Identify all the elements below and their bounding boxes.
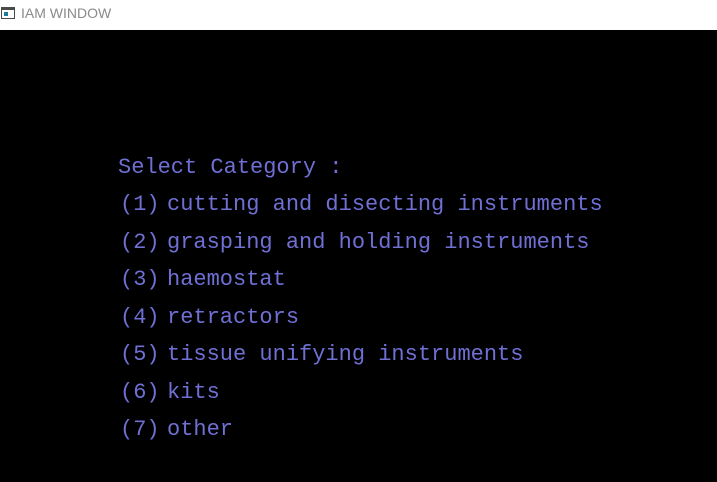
menu-option-number: (5) bbox=[120, 342, 160, 367]
menu-option-label: haemostat bbox=[167, 267, 286, 292]
menu-option-label: retractors bbox=[167, 304, 300, 330]
menu-option-label: cutting and disecting instruments bbox=[167, 192, 603, 217]
menu-option-number: (3) bbox=[120, 267, 160, 292]
menu-option-4: (4) retractors bbox=[120, 305, 603, 343]
menu-option-label: other bbox=[167, 417, 234, 442]
menu-option-label: grasping and holding instruments bbox=[167, 229, 590, 255]
menu-option-1: (1) cutting and disecting instruments bbox=[120, 192, 603, 230]
menu-option-3: (3) haemostat bbox=[120, 267, 603, 305]
menu-option-label: tissue unifying instruments bbox=[167, 342, 524, 367]
console-area[interactable]: Select Category : (1) cutting and disect… bbox=[0, 30, 717, 482]
menu-option-number: (1) bbox=[120, 192, 160, 217]
menu-option-6: (6) kits bbox=[120, 380, 603, 418]
menu-option-number: (4) bbox=[120, 304, 160, 330]
category-menu: (1) cutting and disecting instruments (2… bbox=[120, 192, 603, 455]
title-bar[interactable]: IAM WINDOW bbox=[0, 0, 717, 30]
menu-option-5: (5) tissue unifying instruments bbox=[120, 342, 603, 380]
window-title: IAM WINDOW bbox=[21, 5, 112, 21]
menu-option-2: (2) grasping and holding instruments bbox=[120, 230, 603, 268]
menu-option-number: (6) bbox=[120, 379, 160, 405]
menu-option-number: (2) bbox=[120, 229, 160, 255]
menu-option-label: kits bbox=[167, 379, 220, 405]
window-app-icon bbox=[1, 7, 15, 19]
category-prompt: Select Category : bbox=[118, 155, 343, 180]
menu-option-7: (7) other bbox=[120, 417, 603, 455]
menu-option-number: (7) bbox=[120, 417, 160, 442]
